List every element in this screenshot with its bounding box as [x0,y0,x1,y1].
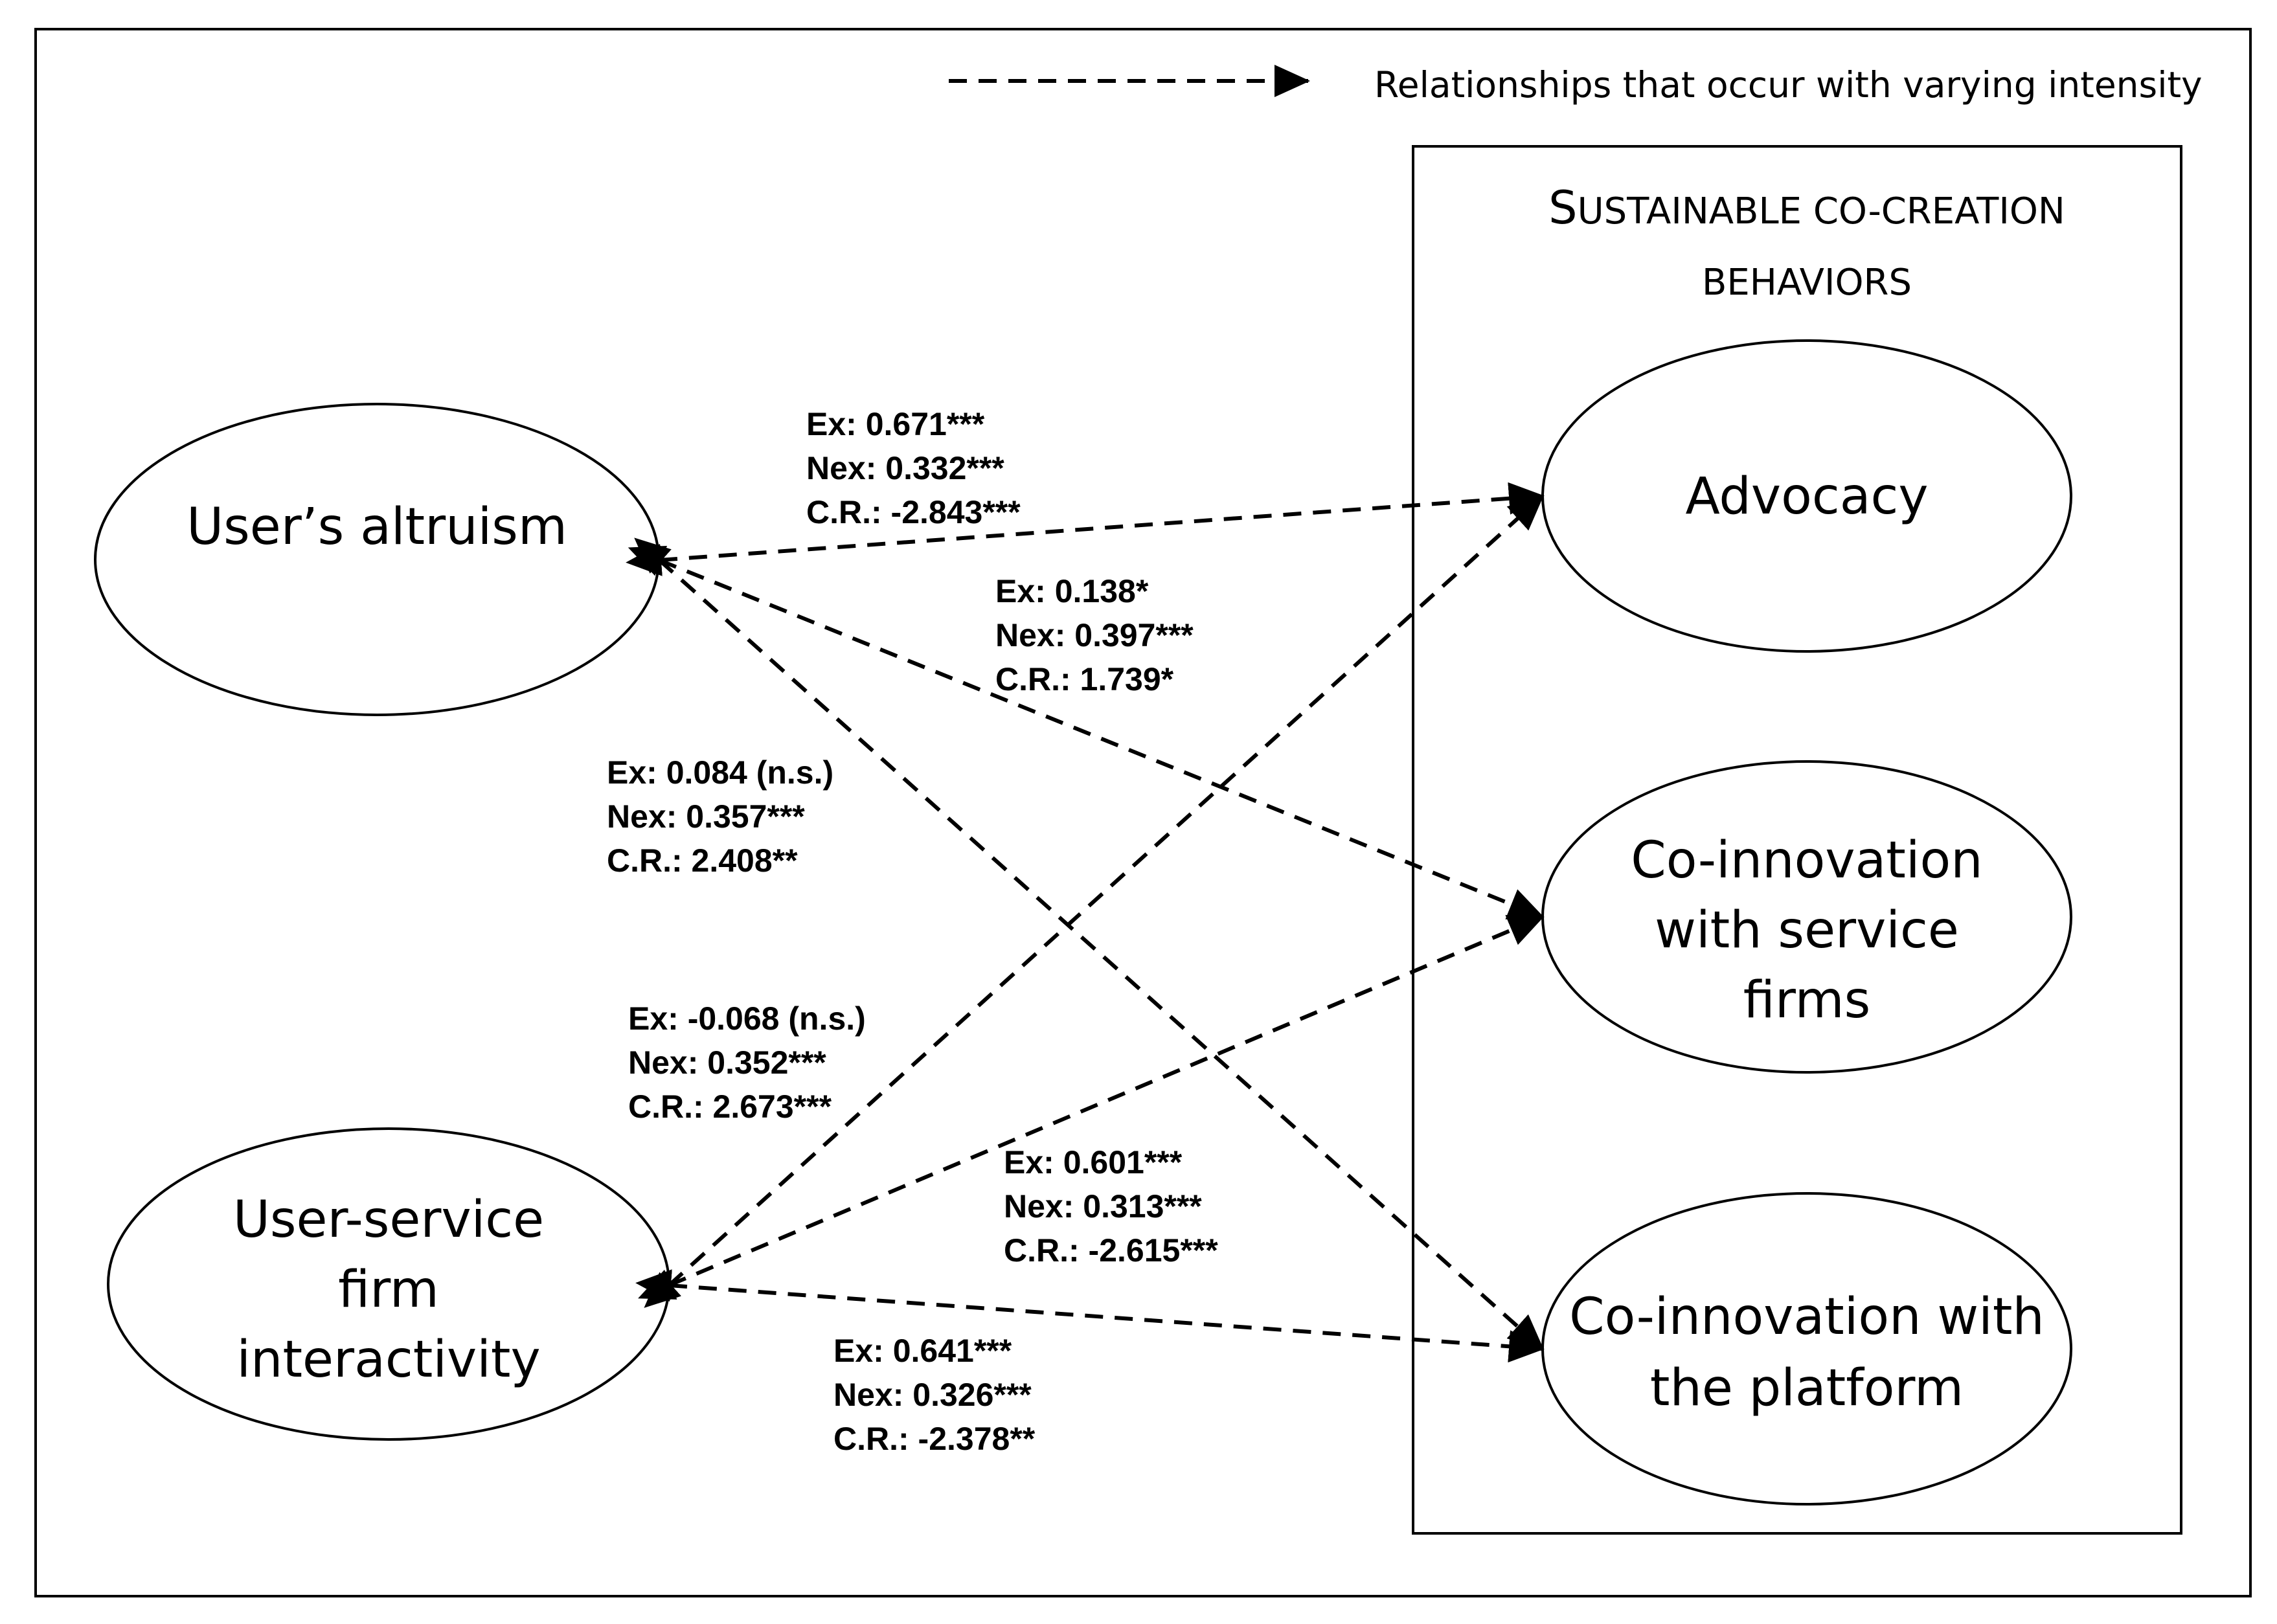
outer-frame [34,28,2252,1597]
stat-nex: Nex: 0.332*** [806,450,1004,486]
legend-label: Relationships that occur with varying in… [1374,64,2203,106]
stats-altruism-coinnov-firms: Ex: 0.138* Nex: 0.397*** C.R.: 1.739* [995,573,1194,697]
legend: Relationships that occur with varying in… [949,64,2203,106]
stat-cr: C.R.: 2.673*** [628,1088,832,1125]
title-rest: USTAINABLE CO-CREATION [1578,190,2065,232]
arrow-interactivity-coinnov-platform [635,1269,1545,1363]
node-label-advocacy: Advocacy [1685,468,1928,526]
stat-nex: Nex: 0.357*** [607,798,805,835]
node-label-interactivity-1: User-service [233,1191,544,1249]
arrow-altruism-advocacy [626,482,1545,576]
node-label-interactivity-3: interactivity [236,1331,540,1389]
node-label-altruism: User’s altruism [187,498,567,556]
node-label-coinnov-firms-1: Co-innovation [1631,831,1982,890]
stat-cr: C.R.: -2.843*** [806,494,1021,530]
arrow-interactivity-coinnov-firms [638,915,1545,1300]
node-label-coinnov-firms-3: firms [1743,971,1870,1030]
stats-altruism-coinnov-platform: Ex: 0.084 (n.s.) Nex: 0.357*** C.R.: 2.4… [607,754,833,879]
stat-nex: Nex: 0.397*** [995,617,1194,653]
stat-nex: Nex: 0.313*** [1004,1188,1202,1224]
node-label-coinnov-platform-1: Co-innovation with [1569,1288,2045,1346]
stat-ex: Ex: 0.641*** [833,1333,1012,1369]
stats-altruism-advocacy: Ex: 0.671*** Nex: 0.332*** C.R.: -2.843*… [806,406,1021,530]
stat-cr: C.R.: -2.615*** [1004,1232,1218,1269]
stats-interactivity-coinnov-firms: Ex: 0.601*** Nex: 0.313*** C.R.: -2.615*… [1004,1144,1218,1269]
stat-ex: Ex: 0.084 (n.s.) [607,754,833,791]
stat-ex: Ex: 0.138* [995,573,1149,609]
stat-ex: Ex: 0.671*** [806,406,985,442]
stat-nex: Nex: 0.352*** [628,1044,826,1081]
node-label-coinnov-firms-2: with service [1655,901,1959,960]
stat-ex: Ex: -0.068 (n.s.) [628,1000,866,1037]
node-label-interactivity-2: firm [338,1261,439,1319]
behaviors-group-title-line2: BEHAVIORS [1702,262,1912,304]
behaviors-group-title-line1: SUSTAINABLE CO-CREATION [1548,181,2065,234]
stat-nex: Nex: 0.326*** [833,1377,1032,1413]
stat-cr: C.R.: -2.378** [833,1421,1036,1457]
stats-interactivity-coinnov-platform: Ex: 0.641*** Nex: 0.326*** C.R.: -2.378*… [833,1333,1036,1457]
stats-interactivity-advocacy: Ex: -0.068 (n.s.) Nex: 0.352*** C.R.: 2.… [628,1000,866,1125]
stat-cr: C.R.: 1.739* [995,661,1174,697]
stat-ex: Ex: 0.601*** [1004,1144,1183,1180]
node-label-coinnov-platform-2: the platform [1650,1359,1964,1417]
node-users-altruism [94,403,660,716]
stat-cr: C.R.: 2.408** [607,842,798,879]
title-cap: S [1548,181,1577,234]
node-co-innovation-platform [1541,1192,2072,1506]
